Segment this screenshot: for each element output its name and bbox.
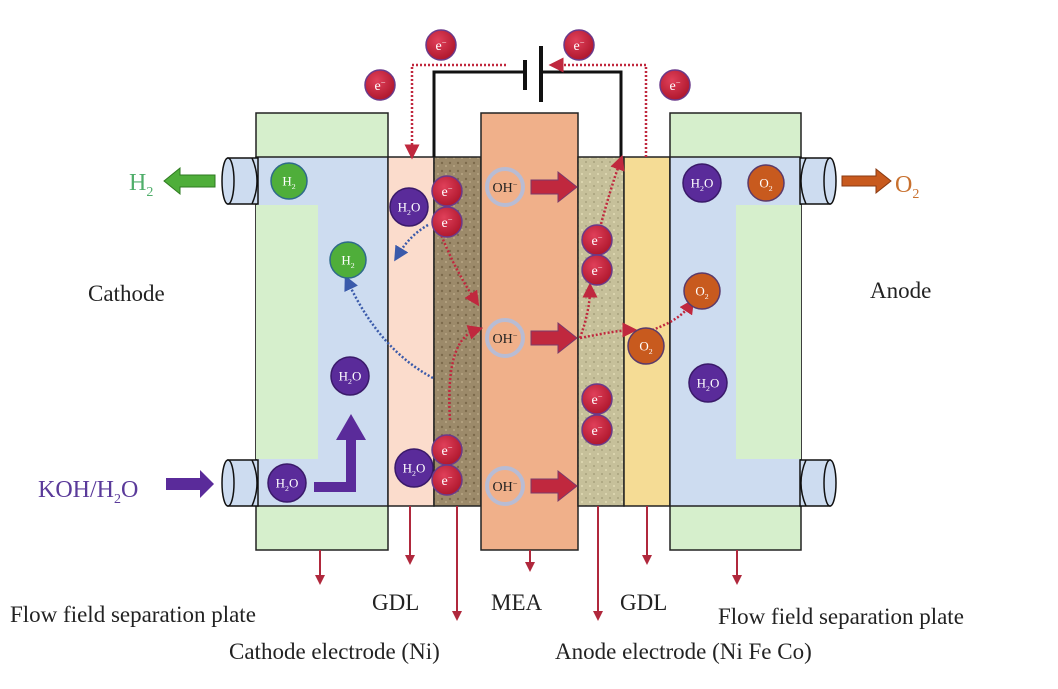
svg-text:H2O: H2O — [403, 461, 426, 478]
water-molecule-inlet: H2O — [267, 463, 307, 503]
svg-text:e−: e− — [592, 423, 603, 439]
anode-label: Anode — [870, 278, 931, 303]
electron-path-anode-2 — [578, 282, 598, 339]
hydroxide-ion-2: OH− — [485, 318, 578, 358]
label-flow-plate-right: Flow field separation plate — [718, 604, 964, 629]
svg-text:OH−: OH− — [493, 180, 518, 196]
hydroxide-transport-arrow — [530, 170, 578, 204]
external-circuit — [432, 46, 623, 157]
oxygen-molecule-gdl: O2 — [627, 327, 665, 365]
svg-text:H2: H2 — [341, 253, 354, 270]
svg-text:H2O: H2O — [697, 376, 720, 393]
water-flow-bent-arrow — [314, 414, 366, 492]
water-molecule-gdl-top: H2O — [389, 187, 429, 227]
drain-pipe-right — [799, 459, 837, 507]
oxygen-path-2 — [651, 298, 695, 332]
svg-text:H2O: H2O — [276, 476, 299, 493]
hydrogen-path-2 — [344, 275, 434, 380]
cathode-label: Cathode — [88, 281, 165, 306]
electron-anode-2: e− — [581, 254, 613, 286]
svg-text:e−: e− — [442, 443, 453, 459]
electron-top-right: e− — [563, 29, 595, 61]
label-gdl-left: GDL — [372, 590, 419, 615]
electron-left: e− — [364, 69, 396, 101]
svg-text:e−: e− — [442, 473, 453, 489]
label-cathode-electrode: Cathode electrode (Ni) — [229, 639, 440, 664]
hydroxide-ions: OH− OH− OH− — [485, 167, 578, 506]
label-flow-plate-left: Flow field separation plate — [10, 602, 256, 627]
water-molecule-anode: H2O — [688, 363, 728, 403]
h2-outlet-arrow — [163, 166, 216, 196]
flow-plate-left — [255, 112, 389, 551]
hydrogen-molecule: H2 — [329, 241, 367, 279]
svg-text:OH−: OH− — [493, 479, 518, 495]
electron-path-external-left — [404, 63, 506, 160]
koh-inlet-label: KOH/H2O — [38, 477, 138, 507]
water-molecule-anode-top: H2O — [682, 163, 722, 203]
oxygen-molecule-outlet: O2 — [747, 164, 785, 202]
electron-cathode-1: e− — [431, 175, 463, 207]
label-anode-electrode: Anode electrode (Ni Fe Co) — [555, 639, 812, 664]
svg-text:e−: e− — [442, 184, 453, 200]
koh-inlet-pipe — [221, 459, 259, 507]
svg-text:O2: O2 — [695, 284, 708, 301]
svg-text:e−: e− — [592, 263, 603, 279]
svg-text:e−: e− — [574, 38, 585, 54]
hydrogen-molecule-outlet: H2 — [270, 162, 308, 200]
svg-text:OH−: OH− — [493, 331, 518, 347]
svg-text:e−: e− — [442, 215, 453, 231]
electron-anode-4: e− — [581, 414, 613, 446]
species-molecules: e−e−e−e−H2H2H2Oe−e−H2OH2OH2Oe−e−e−e−e−e−… — [267, 29, 785, 503]
svg-text:e−: e− — [375, 78, 386, 94]
electron-top-left: e− — [425, 29, 457, 61]
oxygen-molecule-channel: O2 — [683, 272, 721, 310]
h2-outlet-label: H2 — [129, 170, 153, 200]
label-mea: MEA — [491, 590, 543, 615]
oxygen-path-1 — [579, 322, 638, 340]
label-leader-lines — [315, 506, 742, 621]
electron-cathode-3: e− — [431, 434, 463, 466]
hydroxide-transport-arrow — [530, 321, 578, 355]
electron-path-cathode-2 — [448, 325, 484, 421]
electron-path-external-right — [548, 57, 648, 157]
koh-inlet-arrow — [166, 470, 214, 498]
electron-anode-1: e− — [581, 224, 613, 256]
water-molecule-gdl-bottom: H2O — [394, 448, 434, 488]
electron-anode-3: e− — [581, 383, 613, 415]
hydroxide-transport-arrow — [530, 469, 578, 503]
svg-text:H2: H2 — [282, 174, 295, 191]
electron-right: e− — [659, 69, 691, 101]
label-gdl-right: GDL — [620, 590, 667, 615]
water-molecule-channel: H2O — [330, 356, 370, 396]
svg-text:H2O: H2O — [691, 176, 714, 193]
o2-outlet-label: O2 — [895, 172, 919, 202]
electron-path-cathode-1 — [438, 231, 480, 307]
svg-text:H2O: H2O — [339, 369, 362, 386]
svg-text:e−: e− — [592, 392, 603, 408]
h2-outlet-pipe — [221, 157, 259, 205]
o2-outlet-arrow — [841, 167, 892, 195]
svg-text:O2: O2 — [759, 176, 772, 193]
o2-outlet-pipe — [799, 157, 837, 205]
svg-text:e−: e− — [670, 78, 681, 94]
electron-path-anode-1 — [598, 154, 625, 229]
hydroxide-ion-3: OH− — [485, 466, 578, 506]
svg-text:e−: e− — [592, 233, 603, 249]
svg-text:e−: e− — [436, 38, 447, 54]
hydrogen-path-1 — [394, 223, 429, 262]
hydroxide-ion-1: OH− — [485, 167, 578, 207]
svg-text:H2O: H2O — [398, 200, 421, 217]
svg-text:O2: O2 — [639, 339, 652, 356]
electron-cathode-2: e− — [431, 206, 463, 238]
electron-cathode-4: e− — [431, 464, 463, 496]
